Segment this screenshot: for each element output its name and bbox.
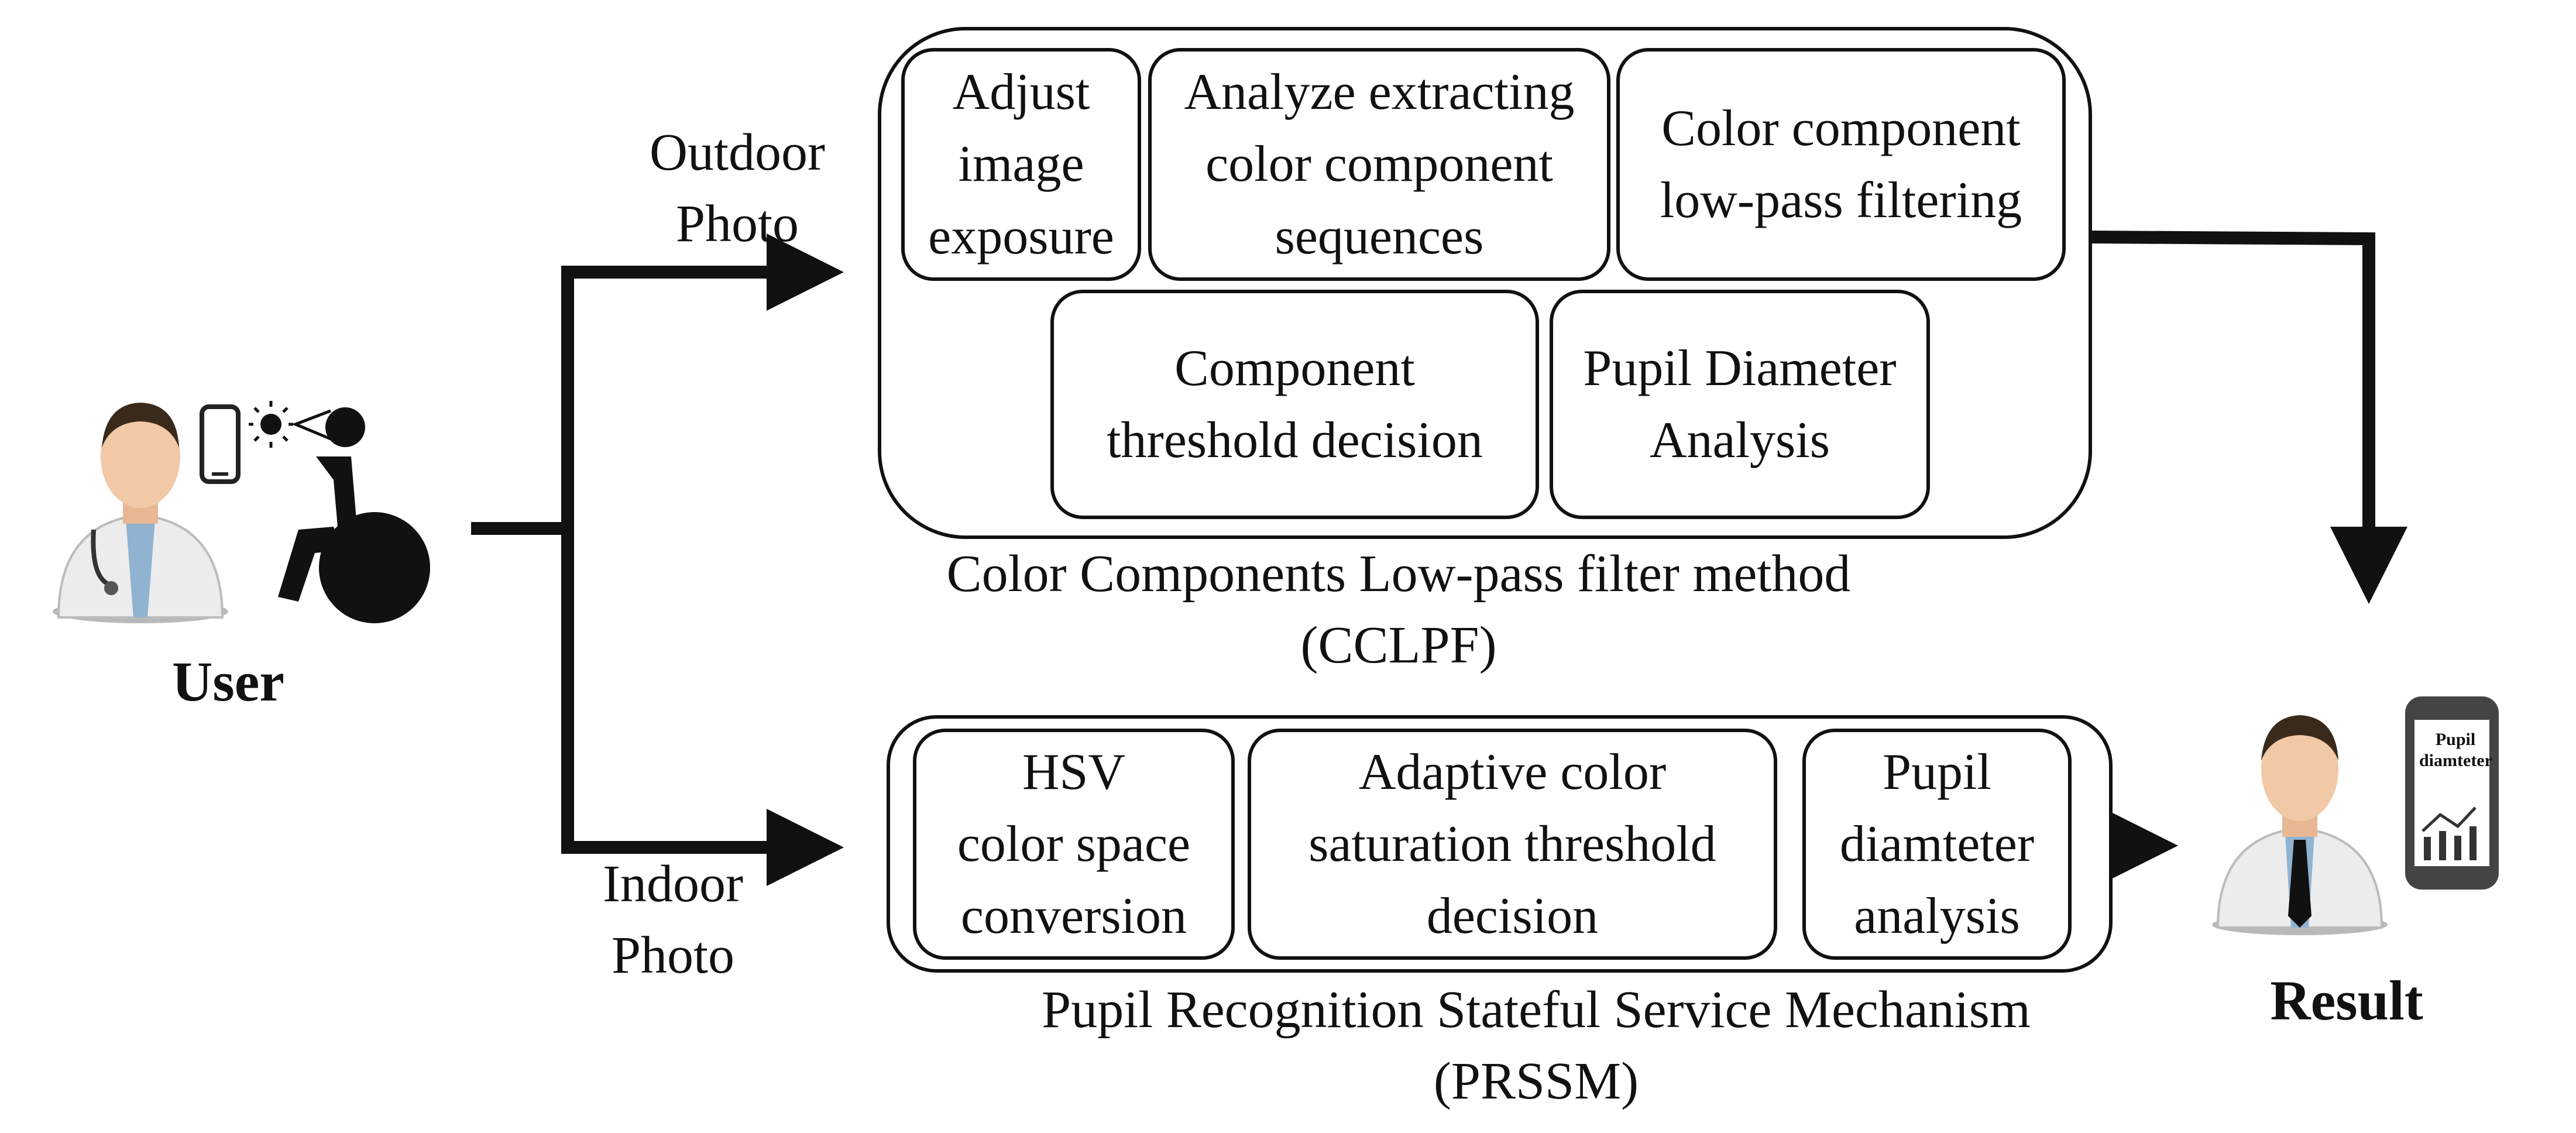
wheelchair-user-icon	[278, 407, 430, 623]
cclpf-caption: Color Components Low-pass filter method …	[946, 545, 1851, 675]
prssm-step-hsv-conversion: HSV color space conversion	[913, 729, 1235, 960]
cclpf-step-threshold-decision: Component threshold decision	[1050, 290, 1539, 519]
cclpf-step-pupil-diameter-analysis: Pupil Diameter Analysis	[1550, 290, 1930, 519]
prssm-step-adaptive-threshold: Adaptive color saturation threshold deci…	[1248, 729, 1777, 960]
user-label: User	[172, 650, 284, 713]
result-doctor-icon	[2212, 715, 2388, 935]
result-phone-icon	[2405, 696, 2499, 890]
cclpf-to-result-arrow	[2091, 231, 2407, 604]
outdoor-photo-label: Outdoor Photo	[650, 123, 825, 253]
cclpf-step-adjust-exposure: Adjust image exposure	[901, 48, 1141, 281]
result-icon-group: Pupil diamteter Result	[2200, 691, 2563, 1032]
doctor-icon	[53, 403, 228, 623]
indoor-photo-label: Indoor Photo	[603, 855, 743, 985]
smartphone-icon	[200, 404, 241, 484]
user-icon-group: User	[23, 386, 456, 713]
result-label: Result	[2270, 969, 2423, 1032]
prssm-caption: Pupil Recognition Stateful Service Mecha…	[1042, 981, 2031, 1111]
cclpf-step-analyze-sequences: Analyze extracting color component seque…	[1148, 48, 1610, 281]
sun-icon	[249, 401, 331, 448]
prssm-step-pupil-analysis: Pupil diamteter analysis	[1802, 729, 2072, 960]
user-branch-connector	[471, 272, 574, 847]
phone-screen-text: Pupil diamteter	[2419, 730, 2492, 770]
cclpf-step-lowpass-filtering: Color component low-pass filtering	[1616, 48, 2066, 281]
